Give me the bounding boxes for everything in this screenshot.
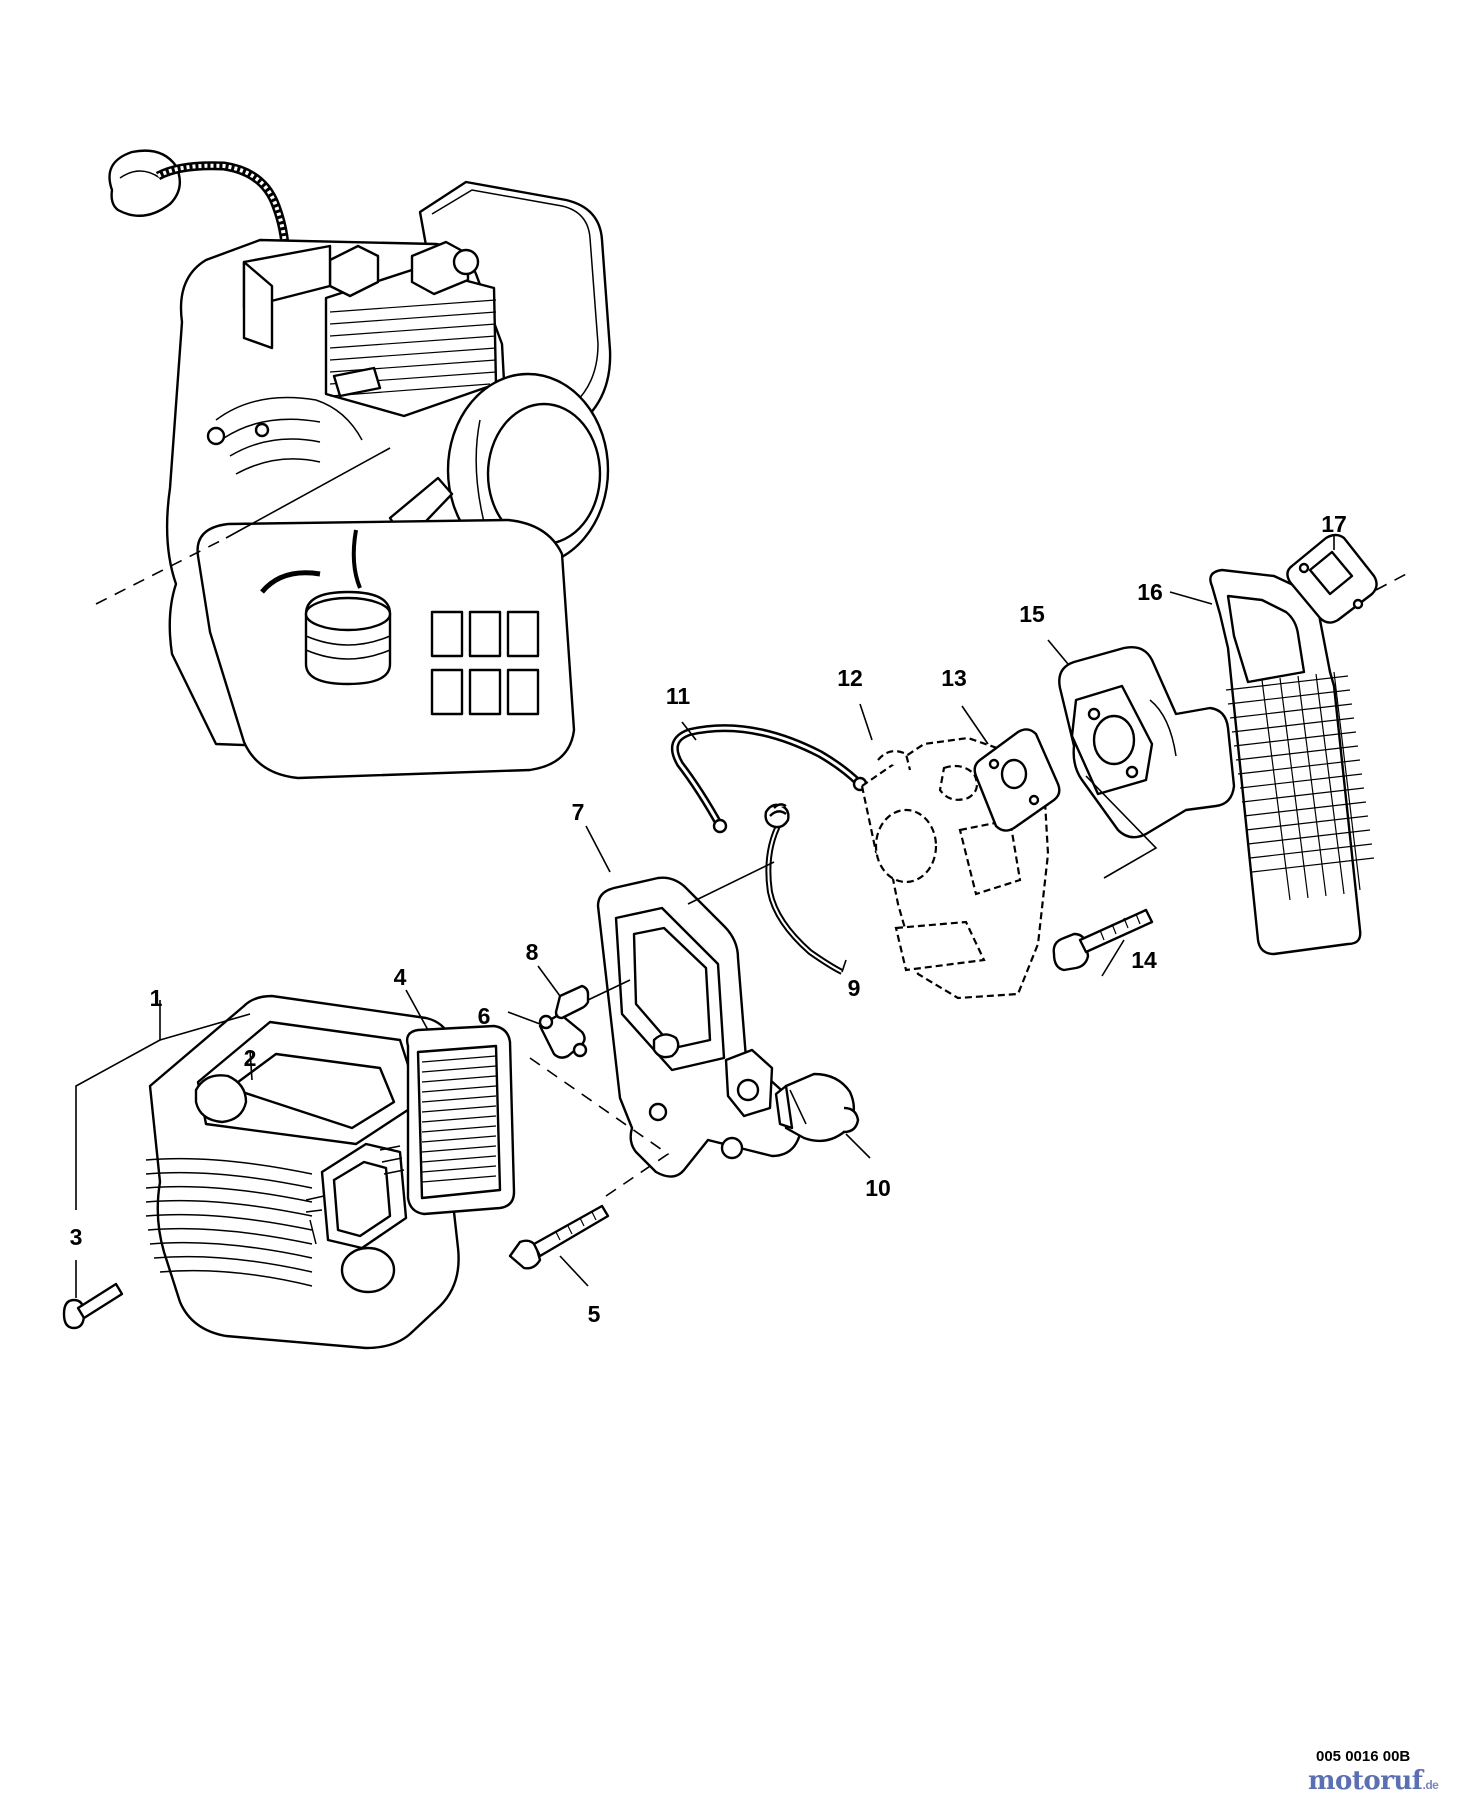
carburetor-gasket [973,728,1061,832]
watermark-tld: .de [1422,1778,1439,1792]
carburetor-base [596,876,803,1178]
impulse-hose [764,803,844,975]
callout-3: 3 [70,1224,83,1250]
shield-gasket [1286,533,1378,624]
intake-screw [1052,908,1154,972]
callout-4: 4 [394,964,407,990]
heat-shield [1209,568,1375,956]
callout-5: 5 [588,1301,601,1327]
callout-10: 10 [865,1175,891,1201]
intake-manifold [1058,646,1236,839]
cover-grille [145,1157,313,1287]
callout-8: 8 [526,939,539,965]
diagram-code: 005 0016 00B [1316,1748,1411,1765]
callout-labels: 1 2 3 4 5 6 7 8 9 10 11 12 13 14 15 16 1… [70,511,1347,1327]
cover-screw [62,1282,124,1330]
tank-grille [430,610,540,716]
watermark-logo: motoruf.de [1308,1766,1439,1796]
callout-11: 11 [666,683,691,709]
callout-12: 12 [837,665,863,691]
callout-15: 15 [1019,601,1045,627]
callout-2: 2 [244,1045,257,1071]
filter-pleats [421,1055,497,1183]
heat-shield-grid [1225,671,1375,901]
watermark-name: motoruf [1308,1766,1423,1796]
engine-axis-line [95,537,227,605]
callout-1: 1 [150,985,163,1011]
small-pin [554,984,590,1020]
air-filter-element [405,1024,516,1216]
primer-bulb [774,1072,860,1143]
choke-plate [538,1012,588,1059]
leader-lines [75,534,1335,1298]
callout-14: 14 [1131,947,1157,973]
callout-16: 16 [1137,579,1163,605]
callout-7: 7 [572,799,585,825]
long-screw [508,1204,610,1270]
axis-lines [529,571,1411,1197]
callout-9: 9 [848,975,861,1001]
callout-13: 13 [941,665,967,691]
fuel-hose [670,724,868,834]
air-filter-cover [145,994,477,1350]
engine-assembly [108,149,612,780]
callout-17: 17 [1321,511,1347,537]
callout-6: 6 [478,1003,491,1029]
